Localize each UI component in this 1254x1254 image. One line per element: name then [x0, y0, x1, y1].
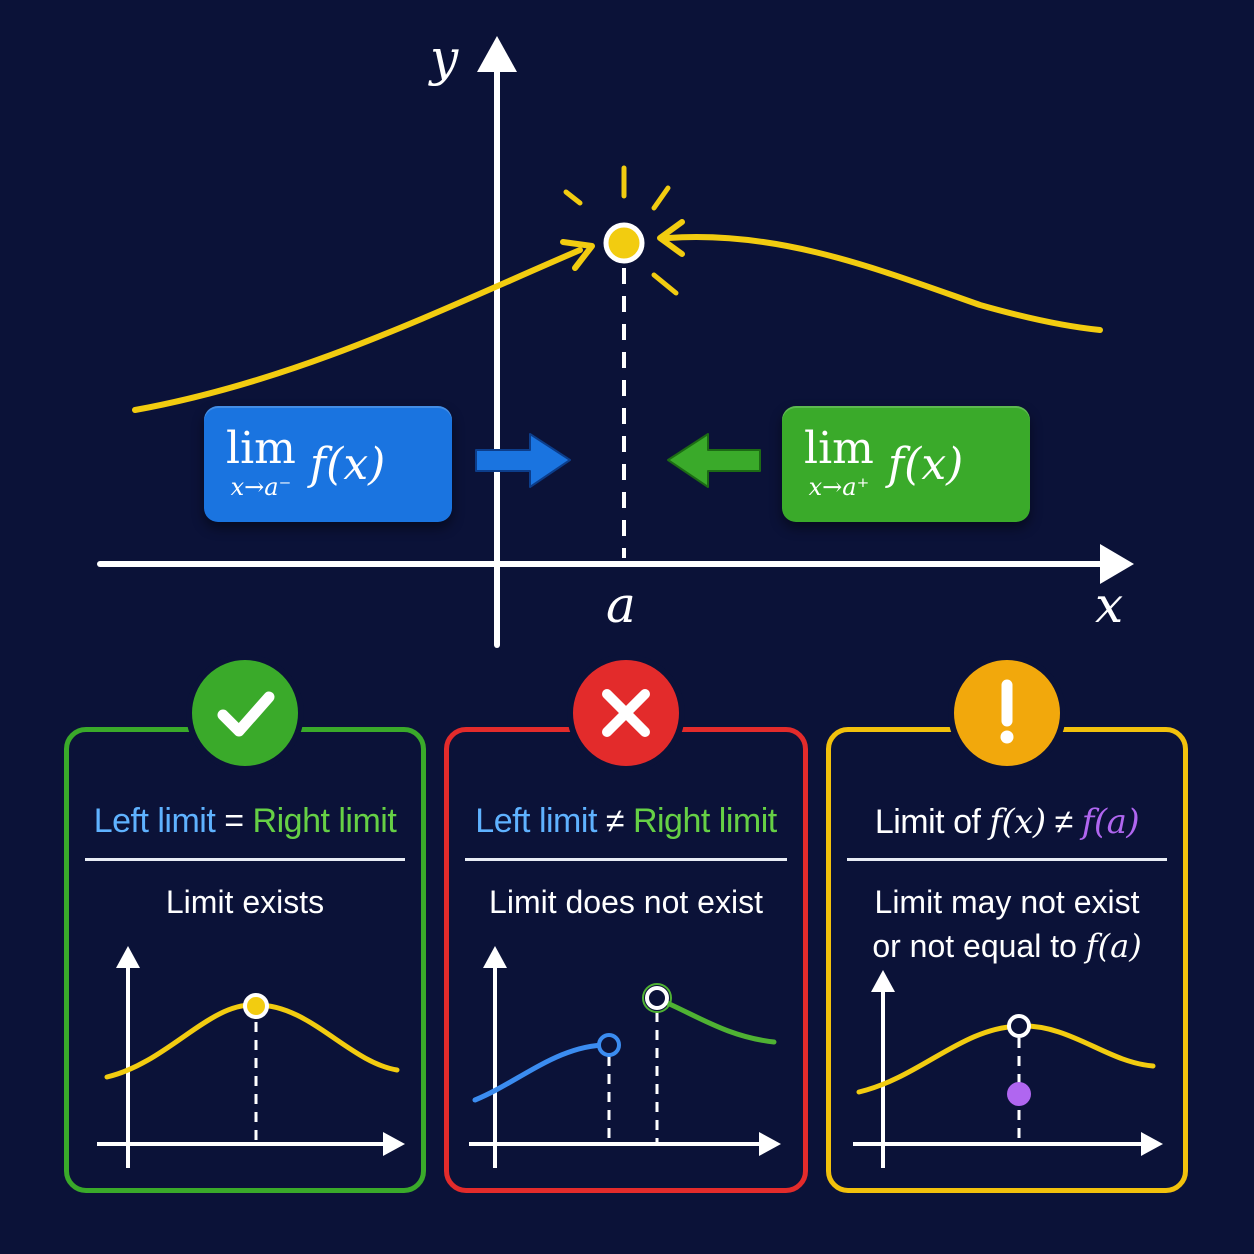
main-limit-graph: y x a: [97, 29, 1134, 648]
glow-rays: [563, 165, 679, 296]
card1-result: Limit exists: [165, 884, 325, 920]
card2-mini-graph: [469, 946, 781, 1168]
card2-operator: ≠: [596, 802, 633, 840]
card-limit-exists: Left limit = Right limit Limit exists: [64, 727, 426, 1193]
left-limit-function: f(x): [309, 438, 386, 490]
point-a-label: a: [606, 576, 636, 634]
left-limit-subscript: x→a⁻: [230, 473, 292, 501]
card3-result-line2: or not equal to f(a): [831, 924, 1183, 968]
green-left-arrow-icon: [667, 433, 761, 488]
card1-right-limit: Right limit: [252, 802, 397, 840]
card2-right-limit: Right limit: [632, 802, 777, 840]
card1-mini-graph: [97, 946, 405, 1168]
cross-icon: [602, 689, 650, 737]
right-limit-subscript: x→a⁺: [808, 473, 870, 501]
right-limit-box: lim x→a⁺ f(x): [782, 406, 1030, 522]
card-limit-does-not-exist: Left limit ≠ Right limit Limit does not …: [444, 727, 808, 1193]
card2-result: Limit does not exist: [489, 884, 763, 920]
x-axis-arrowhead: [1100, 544, 1134, 584]
y-axis-label: y: [428, 29, 459, 87]
left-limit-box: lim x→a⁻ f(x): [204, 406, 452, 522]
y-axis-arrowhead: [477, 36, 517, 72]
card2-left-limit: Left limit: [475, 802, 597, 840]
card3-fx: f(x): [989, 802, 1046, 842]
card3-result-fa: f(a): [1085, 927, 1142, 965]
left-limit-stack: lim x→a⁻: [226, 423, 296, 502]
card3-condition: Limit of f(x) ≠ f(a): [831, 802, 1183, 842]
check-badge: [186, 654, 304, 772]
card3-operator: ≠: [1045, 803, 1082, 841]
card-limit-not-equal-fa: Limit of f(x) ≠ f(a) Limit may not exist…: [826, 727, 1188, 1193]
card3-result-line1: Limit may not exist: [874, 884, 1140, 920]
right-limit-function: f(x): [887, 438, 964, 490]
card3-mini-graph: [853, 970, 1163, 1168]
card3-result: Limit may not exist or not equal to f(a): [831, 880, 1183, 968]
exclamation-badge: [948, 654, 1066, 772]
card2-divider: [465, 858, 787, 861]
check-icon: [217, 691, 275, 737]
card1-condition: Left limit = Right limit: [69, 802, 421, 841]
x-axis-label: x: [1095, 576, 1123, 634]
card3-prefix: Limit of: [874, 803, 990, 841]
left-limit-lim: lim: [226, 423, 296, 474]
function-curve-right: [665, 234, 1103, 333]
blue-right-arrow-icon: [475, 433, 571, 488]
right-limit-lim: lim: [804, 423, 874, 474]
right-approach-arrowhead: [657, 219, 685, 257]
limit-point: [603, 222, 645, 264]
cross-badge: [567, 654, 685, 772]
left-approach-arrowhead: [560, 239, 595, 271]
card2-condition: Left limit ≠ Right limit: [449, 802, 803, 841]
exclamation-icon: [1000, 679, 1014, 744]
card3-divider: [847, 858, 1167, 861]
card3-result-line2-prefix: or not equal to: [872, 928, 1086, 964]
card1-divider: [85, 858, 405, 861]
right-limit-stack: lim x→a⁺: [804, 423, 874, 502]
card3-fa: f(a): [1081, 802, 1140, 842]
function-curve-left: [132, 247, 583, 413]
card1-left-limit: Left limit: [93, 802, 216, 840]
card1-operator: =: [215, 802, 253, 840]
